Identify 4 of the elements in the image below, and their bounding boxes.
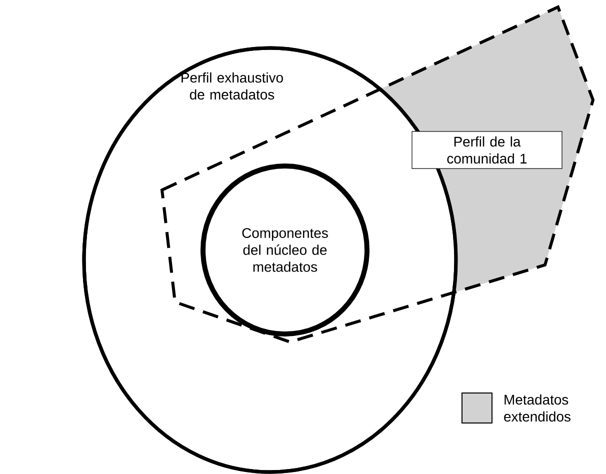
ellipse-region: Componentes del núcleo de metadatos <box>200 163 370 336</box>
node-label: Perfil exhaustivo de metadatos <box>182 72 283 100</box>
node-label: Perfil de la comunidad 1 <box>447 136 527 164</box>
legend-label: Metadatos extendidos <box>504 394 570 422</box>
